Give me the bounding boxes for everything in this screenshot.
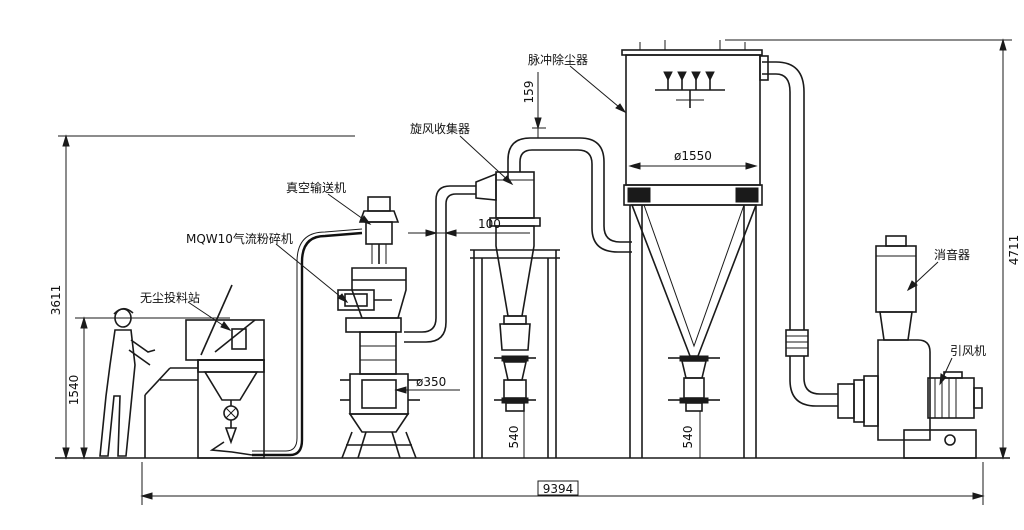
duct-width-label: 100 (478, 217, 501, 231)
dust-free-feeding-station (144, 284, 265, 459)
exhaust-duct (762, 61, 805, 330)
top-gap-dimension: 159 (522, 72, 546, 138)
exhaust-flange (759, 55, 769, 81)
cyclone-outlet-height-dimension: 540 (507, 411, 525, 458)
cyclone-collector-label: 旋风收集器 (410, 121, 470, 136)
fan-inlet-duct (789, 356, 838, 407)
mill-outlet-duct-inner (404, 193, 476, 343)
label-cyclone-collector: 旋风收集器 (410, 121, 514, 186)
label-vacuum-conveyor: 真空输送机 (286, 180, 372, 225)
total-height-label: 4711 (1007, 235, 1021, 266)
exhaust-duct-inner (762, 73, 791, 330)
top-gap-label: 159 (522, 81, 536, 104)
vacuum-conveyor-label: 真空输送机 (286, 180, 346, 195)
mill-height-label: 3611 (49, 285, 63, 316)
label-induced-fan: 引风机 (939, 344, 986, 386)
conveying-hose (252, 231, 363, 457)
induced-fan-label: 引风机 (950, 344, 986, 358)
conveying-hose-inner (252, 228, 363, 452)
silencer-label: 消音器 (934, 247, 970, 262)
collector-diameter-label: ø1550 (674, 149, 712, 163)
pulse-dust-collector-label: 脉冲除尘器 (528, 52, 588, 67)
fan-inlet-duct-inner (803, 356, 838, 395)
station-height-label: 1540 (67, 375, 81, 406)
duct-width-dimension: 100 (408, 217, 530, 237)
label-dust-free-station: 无尘投料站 (140, 290, 232, 331)
pulse-dust-collector (621, 40, 763, 458)
cyclone-outlet-height-label: 540 (507, 426, 521, 449)
mill-outlet-duct (404, 185, 476, 333)
label-silencer: 消音器 (906, 247, 970, 292)
collector-outlet-height-dimension: 540 (681, 411, 701, 458)
station-height-dimension: 1540 (67, 316, 230, 460)
mill-diameter-label: ø350 (416, 375, 446, 389)
induced-draft-fan (837, 339, 983, 459)
dust-free-station-label: 无尘投料站 (140, 290, 200, 305)
collector-outlet-height-label: 540 (681, 426, 695, 449)
mill-height-dimension: 3611 (49, 134, 355, 460)
total-length-label: 9394 (543, 482, 574, 496)
silencer (875, 235, 917, 341)
operator-figure (99, 307, 156, 457)
jet-mill-label: MQW10气流粉碎机 (186, 231, 293, 246)
flexible-joint (785, 329, 809, 357)
total-length-dimension: 9394 (140, 462, 985, 505)
label-jet-mill: MQW10气流粉碎机 (186, 231, 349, 304)
cyclone-collector (470, 137, 632, 458)
mill-diameter-dimension: ø350 (394, 375, 460, 394)
jet-mill (337, 196, 420, 459)
total-height-dimension: 4711 (725, 38, 1021, 460)
label-pulse-dust-collector: 脉冲除尘器 (528, 52, 627, 114)
